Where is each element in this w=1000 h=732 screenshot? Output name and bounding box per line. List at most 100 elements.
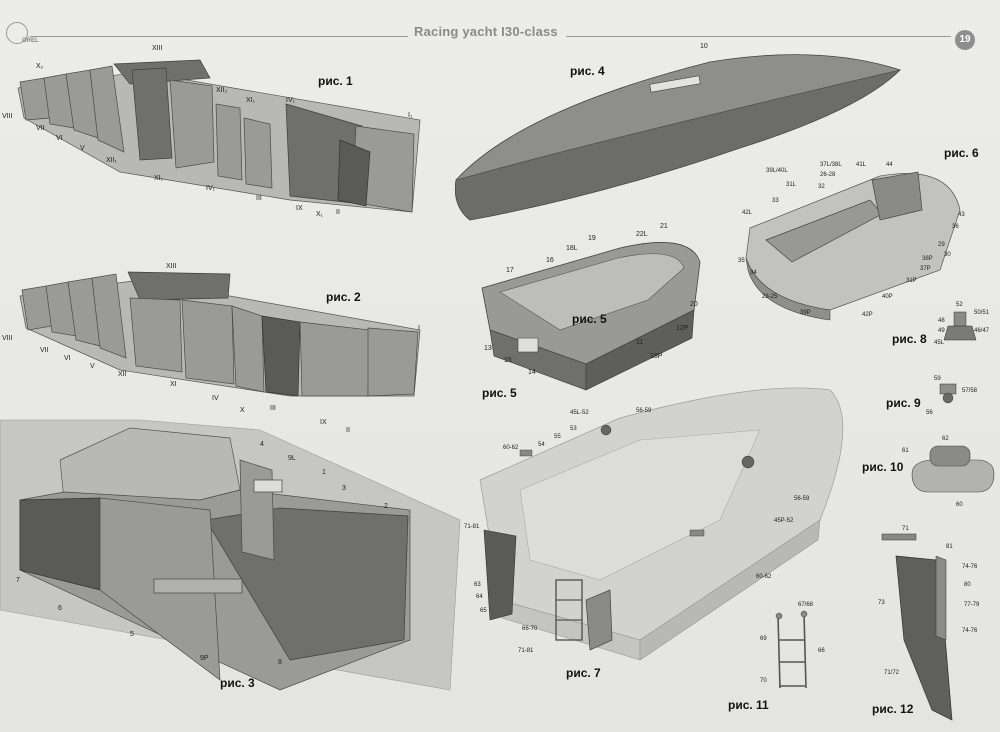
fig5-cockpit-tub	[481, 242, 701, 391]
fig6-label: 41L	[856, 162, 867, 168]
fig2-label: XIII	[166, 263, 177, 270]
page-title: Racing yacht I30-class	[414, 24, 558, 39]
fig7-label: 45P-52	[774, 518, 794, 524]
fig5-label: 22L	[636, 231, 648, 238]
fig6-label: 32	[818, 184, 825, 190]
fig2-label: V	[90, 363, 95, 370]
fig10-cleat	[911, 445, 995, 493]
fig6-label: 40P	[882, 294, 893, 300]
fig2-label: VII	[40, 347, 49, 354]
header-rule-right	[566, 36, 951, 37]
fig8-label: 45L	[934, 340, 945, 346]
fig1-label: X₁	[316, 211, 324, 218]
fig11-label: 67/68	[798, 602, 814, 608]
fig3-label: 3	[342, 485, 346, 492]
fig2-label: III	[270, 405, 276, 412]
fig6-label: 42L	[742, 210, 753, 216]
fig2-label: XI	[170, 381, 177, 388]
fig12-label: 80	[964, 582, 971, 588]
fig1-label: XII₂	[216, 87, 228, 94]
fig5-caption-inner: рис. 5	[572, 312, 607, 326]
fig6-label: 36	[952, 224, 959, 230]
fig4-deck-shell	[454, 54, 901, 221]
fig4-caption: рис. 4	[570, 64, 605, 78]
fig1-label: IV₁	[286, 97, 296, 104]
fig8-label: 50/51	[974, 310, 990, 316]
fig12-label: 74-76	[962, 628, 978, 634]
fig1-label: I₁	[408, 112, 413, 119]
fig9-label: 59	[934, 376, 941, 382]
fig7-label: 54	[538, 442, 545, 448]
fig3-label: 5	[130, 631, 134, 638]
fig10-label: 60	[956, 502, 963, 508]
fig2-label: II	[346, 427, 350, 434]
fig3-label: 6	[58, 605, 62, 612]
fig7-label: 66-70	[522, 626, 538, 632]
fig12-rudder	[881, 533, 953, 721]
fig5-label: 15	[504, 357, 512, 364]
logo-icon	[6, 22, 28, 44]
fig7-label: 60-62	[756, 574, 772, 580]
fig1-label: XII₁	[106, 157, 118, 164]
fig7-label: 64	[476, 594, 483, 600]
fig9-caption: рис. 9	[886, 396, 921, 410]
fig2-label: IX	[320, 419, 327, 426]
fig2-caption: рис. 2	[326, 290, 361, 304]
fig3-label: 9L	[288, 455, 296, 462]
fig1-label: II	[336, 209, 340, 216]
fig6-label: 26-28	[820, 172, 836, 178]
fig1-label: XIII	[152, 45, 163, 52]
fig12-label: 73	[878, 600, 885, 606]
fig3-label: 7	[16, 577, 20, 584]
fig8-winch	[943, 311, 977, 341]
fig5-label: 12P	[676, 325, 689, 332]
fig7-deck-fittings	[479, 387, 844, 661]
fig7-ladder	[555, 579, 613, 651]
fig6-label: 39L/40L	[766, 168, 788, 174]
fig1-label: III	[256, 195, 262, 202]
fig9-block	[939, 383, 957, 404]
fig7-label: 53	[570, 426, 577, 432]
fig1-label: VI	[56, 135, 63, 142]
fig3-label: 9P	[200, 655, 209, 662]
fig1-label: VII	[36, 125, 45, 132]
fig6-label: 44	[886, 162, 893, 168]
fig7-caption: рис. 7	[566, 666, 601, 680]
fig12-label: 71	[902, 526, 909, 532]
fig5-label: 21	[660, 223, 668, 230]
fig6-label: 31L	[786, 182, 797, 188]
fig12-label: 74-76	[962, 564, 978, 570]
fig6-label: 31P	[906, 278, 917, 284]
fig1-label: VIII	[2, 113, 13, 120]
fig7-label: 56-59	[636, 408, 652, 414]
fig3-label: 8	[278, 659, 282, 666]
fig1-frame-assembly	[17, 59, 421, 213]
fig6-label: 35	[738, 258, 745, 264]
fig7-label: 60-62	[503, 445, 519, 451]
fig7-label: 55	[554, 434, 561, 440]
fig8-label: 46/47	[974, 328, 990, 334]
fig5-label: 20	[690, 301, 698, 308]
fig12-label: 71/72	[884, 670, 900, 676]
fig1-label: XI₁	[246, 97, 256, 104]
fig2-label: VIII	[2, 335, 13, 342]
fig3-cockpit-assembly	[0, 419, 461, 691]
fig7-label: 63	[474, 582, 481, 588]
header-rule-left	[30, 36, 408, 37]
fig3-caption: рис. 3	[220, 676, 255, 690]
fig12-label: 77-79	[964, 602, 980, 608]
fig6-caption: рис. 6	[944, 146, 979, 160]
fig6-cockpit-floor	[745, 171, 961, 321]
fig9-label: 56	[926, 410, 933, 416]
fig10-caption: рис. 10	[862, 460, 904, 474]
fig2-frame-assembly	[19, 271, 421, 397]
fig6-label: 42P	[862, 312, 873, 318]
fig10-label: 62	[942, 436, 949, 442]
fig5-label: 14	[528, 369, 536, 376]
fig8-caption: рис. 8	[892, 332, 927, 346]
fig8-label: 52	[956, 302, 963, 308]
fig6-label: 30	[944, 252, 951, 258]
fig7-label: 65	[480, 608, 487, 614]
fig11-label: 70	[760, 678, 767, 684]
fig5-label: 18P	[650, 353, 663, 360]
